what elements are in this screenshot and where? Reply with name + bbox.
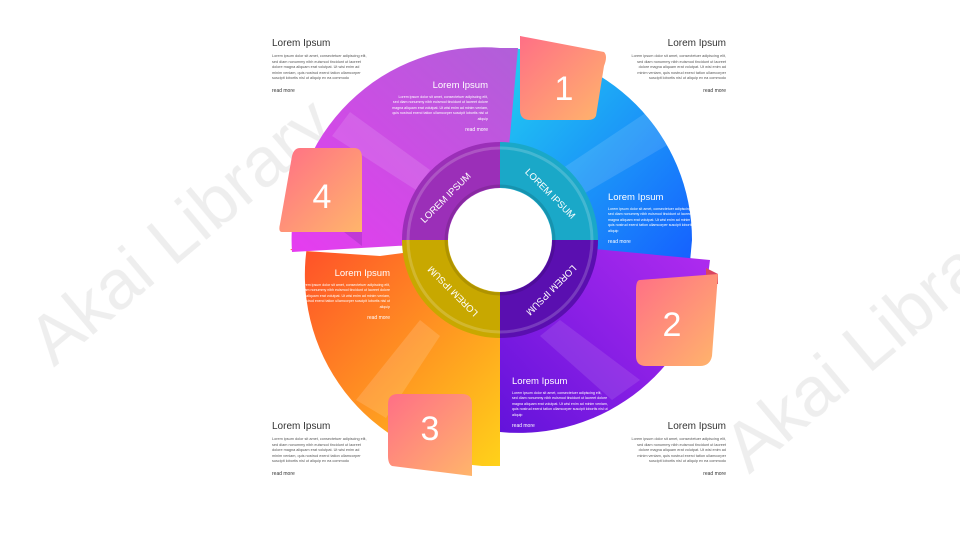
corner-text-bottom-right: Lorem Ipsum Lorem ipsum dolor sit amet, … [630,421,726,477]
badge-4-number: 4 [313,178,332,216]
badges: 1 2 3 4 [279,36,718,476]
segment-4-read-more-link[interactable]: read more [512,423,535,430]
segment-2-body: Lorem ipsum dolor sit amet, consectetuer… [608,207,704,233]
corner-text-bottom-left: Lorem Ipsum Lorem ipsum dolor sit amet, … [272,421,368,477]
corner-3-read-more-link[interactable]: read more [272,470,295,477]
segment-1-read-more-link[interactable]: read more [465,127,488,134]
ring-bevel [406,146,594,334]
segment-3-read-more-link[interactable]: read more [367,315,390,322]
corner-3-title: Lorem Ipsum [272,421,331,432]
highlight-strip-2 [540,320,640,400]
segment-1-body: Lorem ipsum dolor sit amet, consectetuer… [392,95,488,121]
segment-3-title: Lorem Ipsum [334,268,390,279]
badge-4-shape [279,148,362,232]
segment-3-text: Lorem Ipsum Lorem ipsum dolor sit amet, … [294,268,390,321]
badge-2: 2 [636,268,718,366]
highlight-strip-3 [356,320,440,418]
badge-1-shape [520,36,606,120]
highlight-strip-4 [332,112,430,190]
corner-1-read-more-link[interactable]: read more [272,87,295,94]
segment-2-title: Lorem Ipsum [608,192,664,203]
segment-4-title: Lorem Ipsum [512,376,568,387]
corner-1-title: Lorem Ipsum [272,38,331,49]
badge-2-shape [636,274,718,366]
inner-ring [402,142,598,338]
corner-2-read-more-link[interactable]: read more [703,87,726,94]
segment-2-text: Lorem Ipsum Lorem ipsum dolor sit amet, … [608,192,704,245]
corner-2-title: Lorem Ipsum [667,38,726,49]
corner-1-body: Lorem ipsum dolor sit amet, consectetuer… [272,54,367,81]
badge-3: 3 [388,394,472,476]
badge-4: 4 [279,148,362,246]
badge-3-shape [388,394,472,476]
corner-3-body: Lorem ipsum dolor sit amet, consectetuer… [272,437,367,464]
badge-1: 1 [520,36,606,120]
segment-4-text: Lorem Ipsum Lorem ipsum dolor sit amet, … [512,376,608,429]
segment-1-title: Lorem Ipsum [432,80,488,91]
segment-1-text: Lorem Ipsum Lorem ipsum dolor sit amet, … [392,80,488,133]
segment-3-body: Lorem ipsum dolor sit amet, consectetuer… [294,283,390,309]
center-hole-shadow [444,184,556,296]
segment-2-read-more-link[interactable]: read more [608,239,631,246]
center-hole [448,188,552,292]
corner-4-body: Lorem ipsum dolor sit amet, consectetuer… [631,437,726,464]
corner-text-top-left: Lorem Ipsum Lorem ipsum dolor sit amet, … [272,38,368,94]
badge-1-number: 1 [555,70,574,108]
segment-4-body: Lorem ipsum dolor sit amet, consectetuer… [512,391,608,417]
watermark-text-right: Akai Library [709,189,960,486]
corner-4-read-more-link[interactable]: read more [703,470,726,477]
badge-2-number: 2 [663,306,682,344]
corner-2-body: Lorem ipsum dolor sit amet, consectetuer… [631,54,726,81]
badge-3-number: 3 [421,410,440,448]
corner-4-title: Lorem Ipsum [667,421,726,432]
corner-text-top-right: Lorem Ipsum Lorem ipsum dolor sit amet, … [630,38,726,94]
highlight-strip-1 [560,110,676,196]
